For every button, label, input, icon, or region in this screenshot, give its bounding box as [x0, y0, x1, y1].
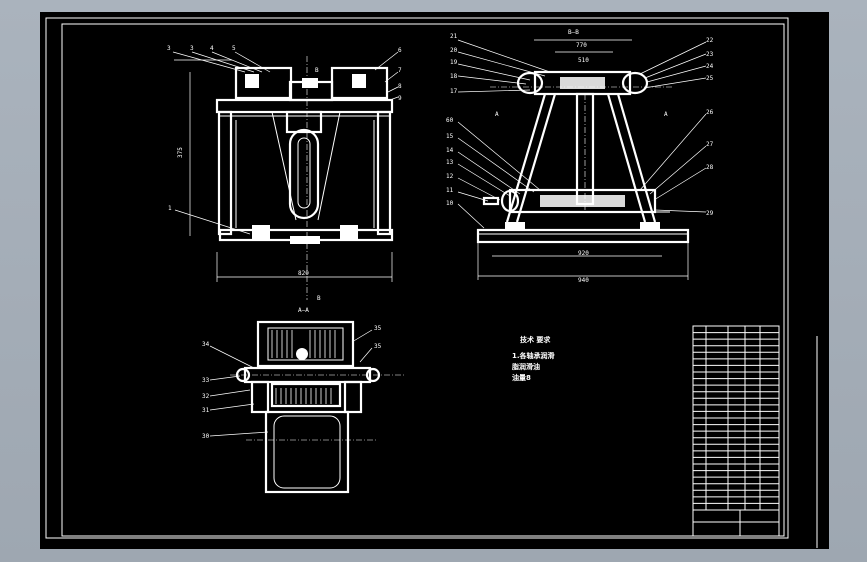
dim-side-base: 940	[578, 277, 589, 284]
top-plate	[215, 98, 394, 114]
section-aa-view: A–A	[202, 307, 405, 494]
part-label: 5	[232, 45, 236, 52]
dim-side-top: 770	[576, 42, 587, 49]
tech-req-title: 技术 要求	[520, 335, 551, 344]
part-label: 31	[202, 407, 210, 414]
title-block	[692, 325, 780, 537]
cad-viewport: 820 375 B B 3 3 4 5 6 7 8 9 1 B–B	[40, 12, 829, 549]
tech-req-line: 1.各轴承润滑	[512, 351, 555, 360]
center-pin	[302, 78, 318, 88]
part-label: 1	[168, 205, 172, 212]
cut-a-right: A	[664, 111, 668, 118]
part-label: 14	[446, 147, 454, 154]
section-bb-view: B–B 770 510 A A 920 9	[446, 29, 714, 284]
cut-a-left: A	[495, 111, 499, 118]
part-label: 27	[706, 141, 714, 148]
part-label: 4	[210, 45, 214, 52]
tech-req-line: 脂润滑油	[511, 362, 540, 371]
drawing-sheet: 820 375 B B 3 3 4 5 6 7 8 9 1 B–B	[45, 17, 818, 548]
part-label: 26	[706, 109, 714, 116]
part-label: 30	[202, 433, 210, 440]
part-label: 29	[706, 210, 714, 217]
part-label: 10	[446, 200, 454, 207]
part-label: 15	[446, 133, 454, 140]
part-label: 13	[446, 159, 454, 166]
tech-requirements: 技术 要求 1.各轴承润滑 脂润滑油 油量8	[511, 335, 555, 382]
left-column	[217, 110, 233, 236]
right-motor-gear	[352, 74, 366, 88]
part-label: 23	[706, 51, 714, 58]
part-label: 28	[706, 164, 714, 171]
part-label: 3	[167, 45, 171, 52]
part-label: 6	[398, 47, 402, 54]
section-aa-title: A–A	[298, 307, 309, 314]
slot-link	[288, 128, 320, 220]
cut-b-bottom: B	[317, 295, 321, 302]
dim-front-height: 375	[177, 147, 184, 158]
cut-b-top: B	[315, 67, 319, 74]
part-label: 8	[398, 83, 402, 90]
part-label: 9	[398, 95, 402, 102]
right-column	[376, 110, 392, 236]
part-label: 18	[450, 73, 458, 80]
lower-tube	[264, 410, 350, 494]
dim-side-top-inner: 510	[578, 57, 589, 64]
sheet-inner-border	[61, 23, 785, 537]
part-label: 32	[202, 393, 210, 400]
tech-req-line: 油量8	[512, 373, 531, 382]
section-bb-title: B–B	[568, 29, 579, 36]
part-label: 17	[450, 88, 458, 95]
part-label: 60	[446, 117, 454, 124]
gear-housing	[256, 320, 355, 368]
part-label: 11	[446, 187, 454, 194]
sheet-outer-border	[45, 17, 789, 539]
part-label: 22	[706, 37, 714, 44]
part-label: 20	[450, 47, 458, 54]
front-view: 820 375 B B 3 3 4 5 6 7 8 9 1	[167, 45, 402, 302]
part-label: 24	[706, 63, 714, 70]
dim-front-width: 820	[298, 270, 309, 277]
part-label: 34	[202, 341, 210, 348]
left-motor	[234, 66, 293, 100]
part-label: 35	[374, 343, 382, 350]
part-label: 25	[706, 75, 714, 82]
part-label: 3	[190, 45, 194, 52]
part-label: 21	[450, 33, 458, 40]
part-label: 12	[446, 173, 454, 180]
part-label: 19	[450, 59, 458, 66]
part-label: 7	[398, 67, 402, 74]
part-label: 33	[202, 377, 210, 384]
base-plate	[476, 228, 690, 244]
left-motor-gear	[245, 74, 259, 88]
part-label: 35	[374, 325, 382, 332]
dim-side-mid: 920	[578, 250, 589, 257]
